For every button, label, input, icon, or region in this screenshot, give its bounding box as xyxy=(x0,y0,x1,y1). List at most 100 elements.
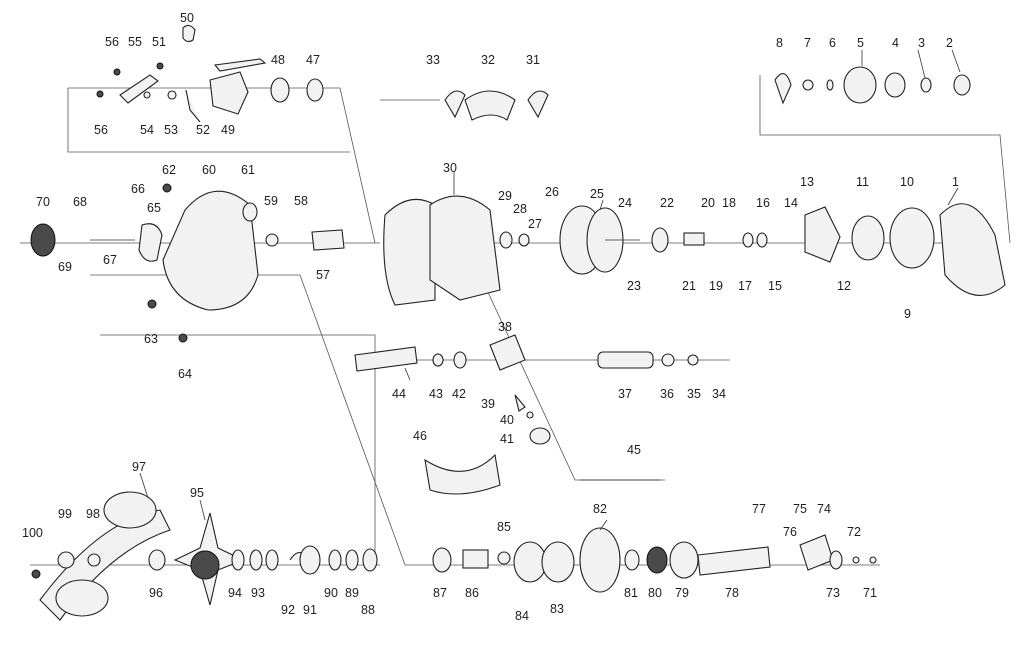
callout-label: 81 xyxy=(624,586,638,600)
callout-label: 96 xyxy=(149,586,163,600)
callout-label: 27 xyxy=(528,217,542,231)
callout-label: 31 xyxy=(526,53,540,67)
callout-label: 5 xyxy=(857,36,864,50)
callout-label: 11 xyxy=(856,175,869,189)
callout-label: 90 xyxy=(324,586,338,600)
callout-label: 24 xyxy=(618,196,632,210)
callout-label: 66 xyxy=(131,182,145,196)
callout-label: 57 xyxy=(316,268,330,282)
callout-label: 4 xyxy=(892,36,899,50)
callout-label: 69 xyxy=(58,260,72,274)
callout-label: 35 xyxy=(687,387,701,401)
spring-wire-part xyxy=(185,89,201,123)
callout-label: 84 xyxy=(515,609,529,623)
callout-label: 26 xyxy=(545,185,559,199)
spring-clip-part xyxy=(182,24,196,43)
side-plate-parts xyxy=(96,24,324,123)
callout-label: 76 xyxy=(783,525,797,539)
callout-label: 59 xyxy=(264,194,278,208)
callout-label: 15 xyxy=(768,279,782,293)
callout-label: 25 xyxy=(590,187,604,201)
bearing-part xyxy=(306,78,324,102)
callout-label: 36 xyxy=(660,387,674,401)
callout-label: 73 xyxy=(826,586,840,600)
washer-part xyxy=(167,90,177,100)
callout-label: 10 xyxy=(900,175,914,189)
callout-label: 17 xyxy=(738,279,752,293)
callout-label: 2 xyxy=(946,36,953,50)
knob-part xyxy=(30,223,56,257)
lever-part xyxy=(213,58,267,72)
callout-label: 79 xyxy=(675,586,689,600)
callout-label: 62 xyxy=(162,163,176,177)
callout-label: 37 xyxy=(618,387,632,401)
callout-label: 86 xyxy=(465,586,479,600)
callout-label: 60 xyxy=(202,163,216,177)
callout-label: 42 xyxy=(452,387,466,401)
callout-label: 38 xyxy=(498,320,512,334)
brake-plate-part xyxy=(209,71,249,115)
callout-label: 16 xyxy=(756,196,770,210)
callout-label: 46 xyxy=(413,429,427,443)
callout-label: 55 xyxy=(128,35,142,49)
callout-label: 75 xyxy=(793,502,807,516)
callout-label: 41 xyxy=(500,432,514,446)
callout-label: 43 xyxy=(429,387,443,401)
clutch-bar-part xyxy=(444,90,466,119)
callout-label: 54 xyxy=(140,123,154,137)
callout-label: 32 xyxy=(481,53,495,67)
brake-spring-part xyxy=(804,206,841,263)
callout-label: 67 xyxy=(103,253,117,267)
callout-label: 97 xyxy=(132,460,146,474)
callout-label: 63 xyxy=(144,332,158,346)
callout-label: 70 xyxy=(36,195,50,209)
callout-label: 3 xyxy=(918,36,925,50)
callout-label: 23 xyxy=(627,279,641,293)
callout-label: 61 xyxy=(241,163,255,177)
callout-label: 1 xyxy=(952,175,959,189)
callout-label: 56 xyxy=(94,123,108,137)
callout-label: 74 xyxy=(817,502,831,516)
callout-label: 49 xyxy=(221,123,235,137)
washer-part xyxy=(143,91,151,99)
callout-label: 100 xyxy=(22,526,43,540)
level-wind-assembly xyxy=(354,334,699,495)
callout-label: 80 xyxy=(648,586,662,600)
cross-guard-part xyxy=(424,453,501,495)
callout-label: 93 xyxy=(251,586,265,600)
screw-part xyxy=(113,68,121,76)
callout-label: 56 xyxy=(105,35,119,49)
link-plate-part xyxy=(119,74,159,104)
callout-label: 13 xyxy=(800,175,814,189)
callout-label: 9 xyxy=(904,307,911,321)
callout-label: 91 xyxy=(303,603,317,617)
callout-label: 8 xyxy=(776,36,783,50)
callout-label: 7 xyxy=(804,36,811,50)
callout-label: 33 xyxy=(426,53,440,67)
main-gear-part xyxy=(579,527,621,593)
callout-label: 20 xyxy=(701,196,715,210)
callout-label: 51 xyxy=(152,35,166,49)
callout-label: 94 xyxy=(228,586,242,600)
callout-label: 6 xyxy=(829,36,836,50)
callout-label: 65 xyxy=(147,201,161,215)
left-side-plate xyxy=(30,183,345,343)
callout-label: 19 xyxy=(709,279,723,293)
callout-label: 28 xyxy=(513,202,527,216)
callout-label: 34 xyxy=(712,387,726,401)
callout-label: 88 xyxy=(361,603,375,617)
callout-label: 48 xyxy=(271,53,285,67)
callout-label: 44 xyxy=(392,387,406,401)
callout-label: 85 xyxy=(497,520,511,534)
callout-label: 95 xyxy=(190,486,204,500)
callout-label: 64 xyxy=(178,367,192,381)
callout-label: 21 xyxy=(682,279,696,293)
callout-label: 14 xyxy=(784,196,798,210)
frame-assembly xyxy=(383,66,1006,306)
callout-label: 78 xyxy=(725,586,739,600)
drive-train xyxy=(31,491,877,621)
callout-label: 87 xyxy=(433,586,447,600)
callout-label: 29 xyxy=(498,189,512,203)
callout-label: 83 xyxy=(550,602,564,616)
